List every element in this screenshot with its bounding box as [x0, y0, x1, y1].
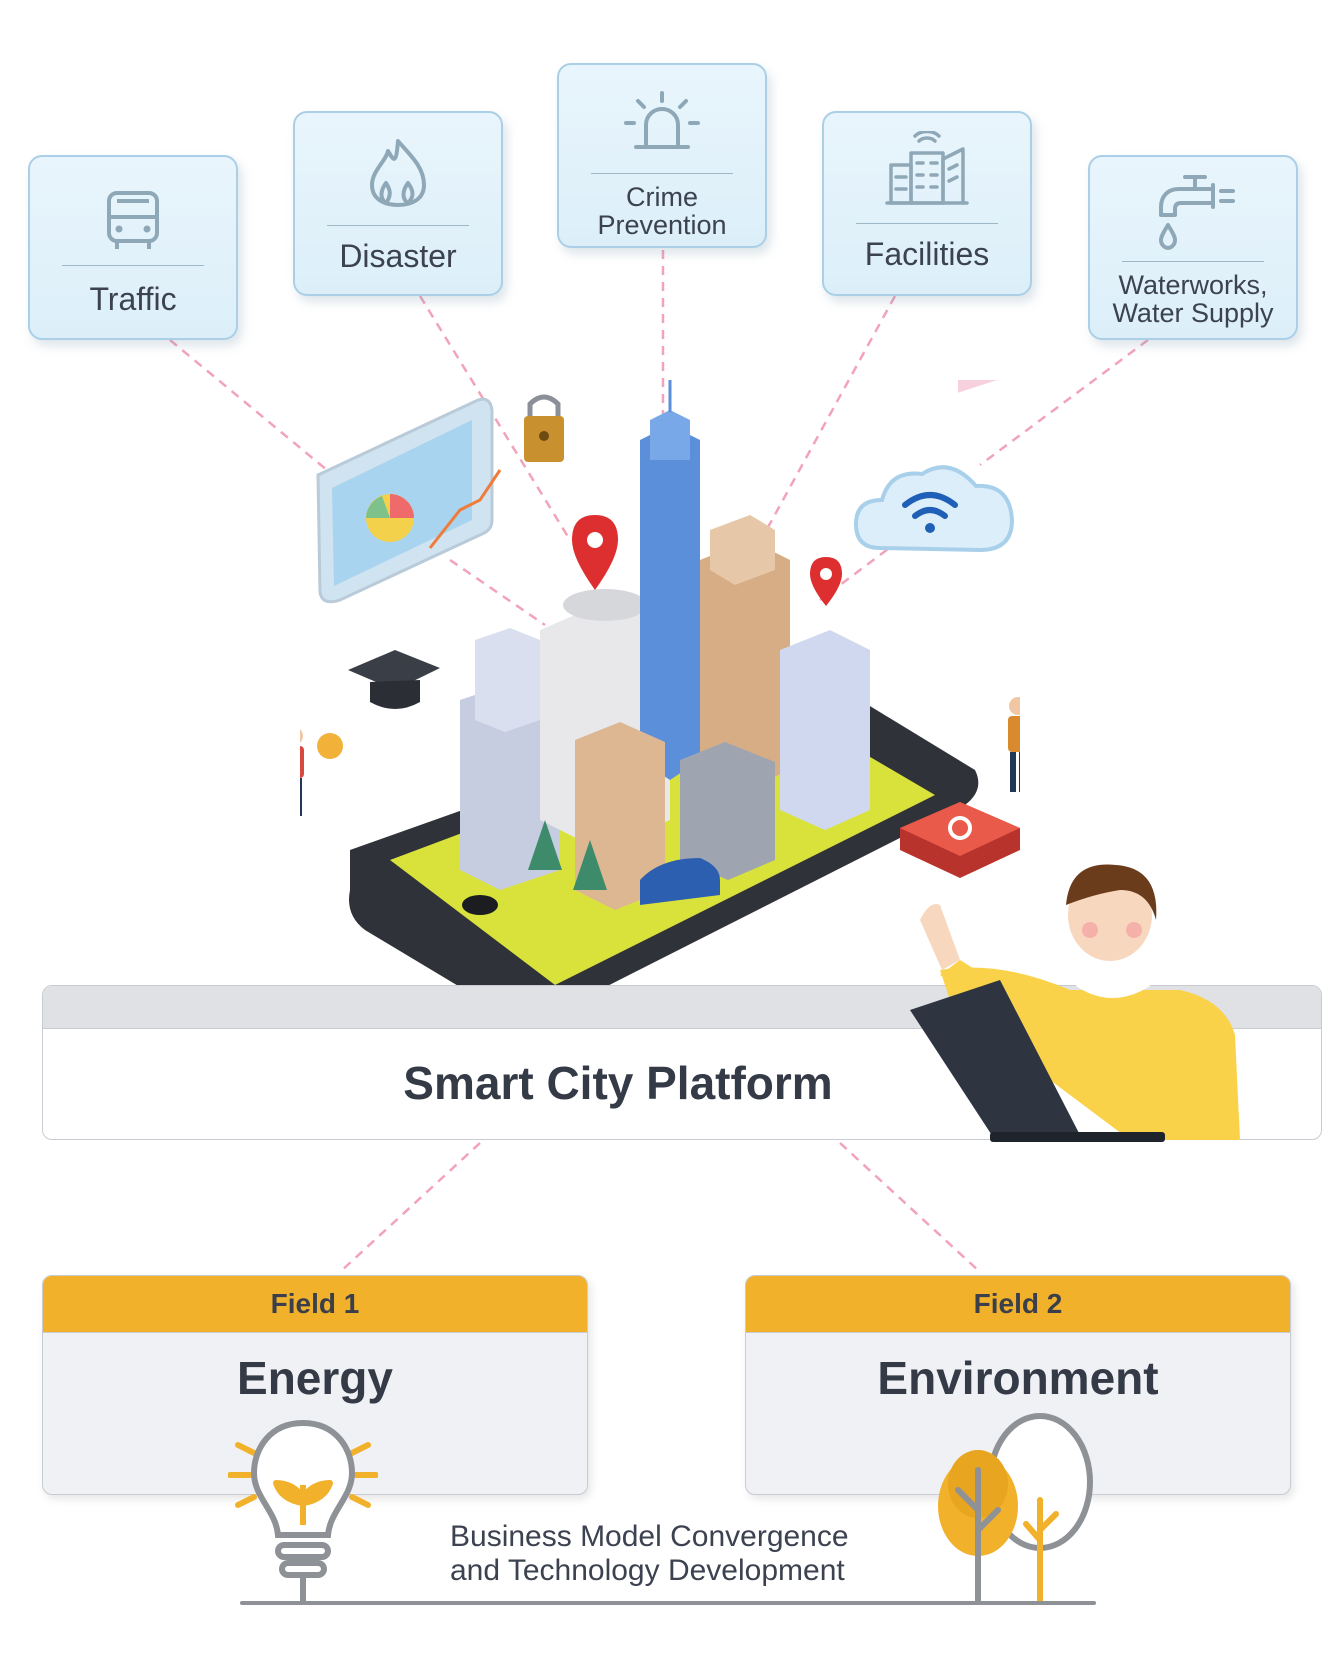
- field-card-environment[interactable]: Field 2 Environment: [745, 1275, 1291, 1495]
- service-card-waterworks[interactable]: Waterworks, Water Supply: [1088, 155, 1298, 340]
- padlock-icon: [524, 394, 564, 462]
- connector-environment: [839, 1142, 981, 1273]
- smart-city-illustration: [300, 380, 1020, 1017]
- siren-icon: [624, 91, 700, 149]
- service-label-facilities: Facilities: [864, 236, 990, 272]
- field-tag-2: Field 2: [746, 1276, 1290, 1333]
- tree-icon: [938, 1413, 1093, 1603]
- person-with-coin: [300, 729, 343, 816]
- faucet-icon: [1159, 175, 1235, 250]
- field-name-energy: Energy: [237, 1352, 393, 1404]
- footer-caption: Business Model Convergence and Technolog…: [450, 1520, 849, 1587]
- service-card-traffic[interactable]: Traffic: [28, 155, 238, 340]
- connector-traffic: [169, 339, 346, 486]
- person-with-phone: [958, 380, 1020, 792]
- service-label-waterworks: Waterworks, Water Supply: [1112, 270, 1274, 328]
- cloud-wifi-icon: [853, 465, 1015, 553]
- tablet-chart-icon: [316, 397, 502, 604]
- map-marker-tile: [900, 802, 1020, 878]
- platform-title: Smart City Platform: [403, 1057, 833, 1109]
- lightbulb-icon: [228, 1419, 378, 1603]
- graduation-cap-icon: [348, 650, 440, 709]
- service-card-crime-prevention[interactable]: Crime Prevention: [557, 63, 767, 248]
- location-pin-icons: [572, 515, 842, 606]
- connector-tablet: [449, 558, 546, 627]
- fire-icon: [370, 139, 426, 207]
- service-card-disaster[interactable]: Disaster: [293, 111, 503, 296]
- skyscraper-cluster: [460, 380, 870, 910]
- bus-icon: [107, 191, 159, 249]
- connector-energy: [339, 1142, 481, 1273]
- service-label-disaster: Disaster: [339, 238, 457, 274]
- person-with-laptop: [910, 864, 1240, 1142]
- trees-car: [528, 820, 720, 905]
- field-name-environment: Environment: [877, 1352, 1159, 1404]
- service-label-crime-prevention: Crime Prevention: [597, 182, 727, 240]
- ground-line: [240, 1601, 1096, 1605]
- field-card-energy[interactable]: Field 1 Energy: [42, 1275, 588, 1495]
- connector-facilities: [748, 295, 897, 561]
- field-tag-1: Field 1: [43, 1276, 587, 1333]
- connector-water: [979, 338, 1149, 467]
- service-card-facilities[interactable]: Facilities: [822, 111, 1032, 296]
- service-label-traffic: Traffic: [89, 281, 177, 317]
- building-icon: [885, 131, 969, 205]
